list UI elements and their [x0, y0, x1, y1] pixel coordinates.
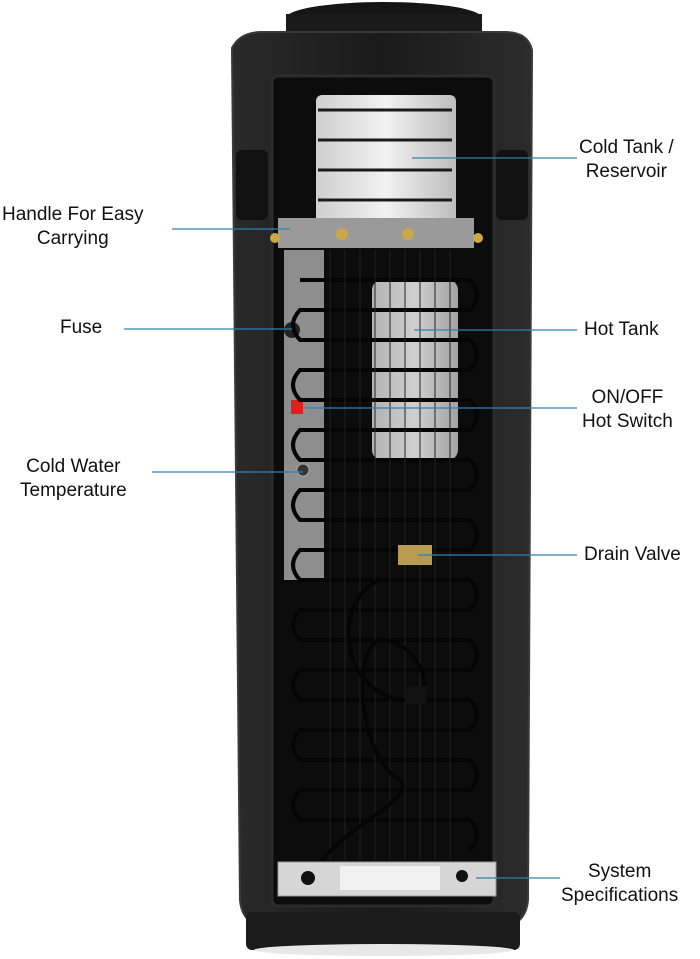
callout-fuse-line1: Fuse [60, 317, 103, 338]
callout-cold-tank-line1: Cold Tank / [579, 137, 674, 158]
callout-lines [124, 157, 577, 879]
handle-left [236, 150, 268, 220]
cold-tank-coils [318, 108, 452, 202]
cabinet-base [246, 912, 520, 950]
condenser-coil [291, 278, 479, 852]
mount-plate [278, 218, 474, 248]
callout-hot-switch-line1: ON/OFF [591, 387, 664, 408]
callout-handle-line2: Carrying [36, 228, 109, 249]
callout-handle: Handle For Easy Carrying [2, 203, 144, 251]
callout-cold-tank-line2: Reservoir [585, 161, 667, 182]
drain-valve [398, 545, 432, 565]
callout-hot-switch-line2: Hot Switch [582, 411, 673, 432]
callout-cold-temp-line2: Temperature [20, 480, 127, 501]
cold-tank [316, 95, 456, 227]
callout-hot-switch: ON/OFF Hot Switch [582, 386, 673, 434]
temp-knob [296, 463, 310, 477]
control-panel [284, 250, 324, 580]
callout-handle-line1: Handle For Easy [2, 204, 144, 225]
callout-cold-temp-line1: Cold Water [26, 456, 121, 477]
handle-right [496, 150, 528, 220]
callout-drain-valve: Drain Valve [584, 543, 681, 567]
callout-drain-valve-line1: Drain Valve [584, 544, 681, 565]
callout-hot-tank: Hot Tank [584, 318, 659, 342]
hot-switch [291, 400, 303, 414]
power-cord [308, 578, 427, 881]
callout-fuse: Fuse [60, 316, 102, 340]
callout-system-specs-line2: Specifications [561, 885, 679, 906]
callout-system-specs: System Specifications [561, 860, 678, 908]
callout-cold-tank: Cold Tank / Reservoir [579, 136, 674, 184]
callout-system-specs-line1: System [587, 861, 652, 882]
callout-hot-tank-line1: Hot Tank [584, 319, 659, 340]
callout-cold-temp: Cold Water Temperature [20, 455, 127, 503]
